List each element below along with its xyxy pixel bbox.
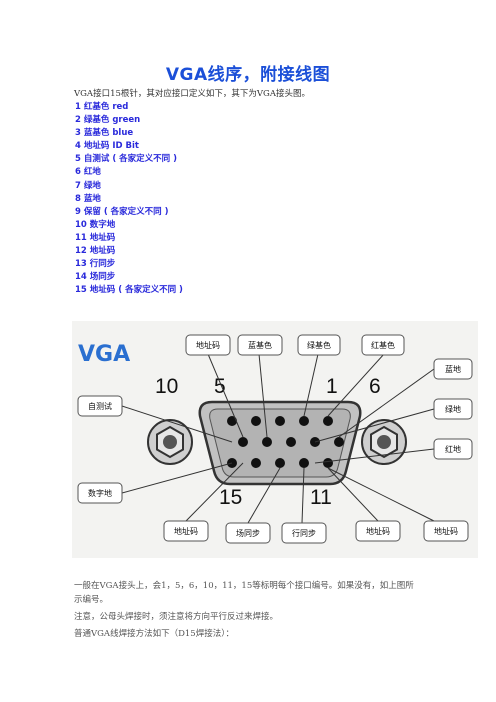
pin-item: 1 红基色 red <box>75 102 129 112</box>
callout-right-1: 蓝地 <box>433 358 473 380</box>
pin-hole <box>262 437 272 447</box>
pin-hole <box>251 416 261 426</box>
callout-label: 蓝基色 <box>248 340 272 350</box>
pin-number-6: 6 <box>369 375 381 398</box>
callout-label: 场同步 <box>236 529 260 538</box>
pin-hole <box>299 458 309 468</box>
pin-number-10: 10 <box>155 375 178 398</box>
pin-item: 15 地址码 ( 各家定义不同 ) <box>75 285 183 296</box>
callout-top-2: 蓝基色 <box>237 334 283 356</box>
pin-hole <box>323 416 333 426</box>
callout-label: 地址码 <box>174 526 198 536</box>
pin-number-15: 15 <box>219 486 242 509</box>
pin-hole <box>334 437 344 447</box>
callout-right-2: 绿地 <box>433 398 473 420</box>
right-screw-icon <box>361 419 407 465</box>
callout-label: 绿地 <box>445 404 461 414</box>
callout-top-4: 红基色 <box>361 334 405 356</box>
page-title: VGA线序，附接线图 <box>165 65 331 85</box>
callout-label: 红地 <box>445 444 461 454</box>
left-screw-icon <box>147 419 193 465</box>
pin-number-11: 11 <box>310 486 332 509</box>
pin-item: 11 地址码 <box>75 232 116 243</box>
vga-heading: VGA <box>78 342 130 367</box>
callout-label: 自测试 <box>88 401 112 411</box>
pin-item: 10 数字地 <box>75 219 116 230</box>
pin-item: 8 蓝地 <box>75 193 101 204</box>
callout-label: 行同步 <box>292 528 316 538</box>
note-line-3: 注意，公母头焊接时，须注意将方向平行反过来焊接。 <box>74 612 279 622</box>
connector-face <box>209 408 351 478</box>
pin-hole <box>251 458 261 468</box>
intro-text: VGA接口15根针，其对应接口定义如下，其下为VGA接头图。 <box>74 89 310 99</box>
pin-hole <box>275 416 285 426</box>
pin-hole <box>227 416 237 426</box>
callout-bottom-3: 行同步 <box>281 522 327 544</box>
pin-number-5: 5 <box>214 375 226 398</box>
callout-label: 地址码 <box>366 526 390 536</box>
pin-hole <box>238 437 248 447</box>
callout-top-3: 绿基色 <box>297 334 341 356</box>
note-line-1: 一般在VGA接头上，会1，5，6，10，11，15等标明每个接口编号。如果没有，… <box>74 581 414 591</box>
pin-item: 13 行同步 <box>75 259 116 270</box>
pin-number-1: 1 <box>326 375 338 398</box>
callout-bottom-5: 地址码 <box>423 520 469 542</box>
callout-label: 地址码 <box>434 526 458 536</box>
pin-item: 14 场同步 <box>75 272 116 283</box>
callout-bottom-1: 地址码 <box>163 520 209 542</box>
pin-item: 4 地址码 ID Bit <box>75 141 139 152</box>
pin-item: 6 红地 <box>75 167 101 178</box>
callout-top-1: 地址码 <box>185 334 231 356</box>
note-line-2: 示编号。 <box>74 595 109 605</box>
callout-label: 蓝地 <box>445 364 461 374</box>
pin-item: 2 绿基色 green <box>75 115 141 126</box>
pin-holes <box>227 416 333 468</box>
leader-lines <box>121 353 435 524</box>
note-line-4: 普通VGA线焊接方法如下（D15焊接法）： <box>74 629 234 639</box>
callout-bottom-4: 地址码 <box>355 520 401 542</box>
callout-left-1: 自测试 <box>77 395 123 417</box>
vga-connector-diagram: VGA 10 5 1 6 15 11 <box>77 334 473 544</box>
pin-list: 1 红基色 red 2 绿基色 green 3 蓝基色 blue 4 地址码 I… <box>75 101 183 297</box>
callout-label: 地址码 <box>196 340 220 350</box>
pin-item: 9 保留 ( 各家定义不同 ) <box>75 206 169 217</box>
pin-item: 3 蓝基色 blue <box>75 128 134 139</box>
callout-bottom-2: 场同步 <box>225 522 271 544</box>
pin-hole <box>299 416 309 426</box>
callout-label: 数字地 <box>88 488 112 498</box>
callout-right-3: 红地 <box>433 438 473 460</box>
pin-item: 5 自测试 ( 各家定义不同 ) <box>75 154 178 165</box>
callout-left-2: 数字地 <box>77 482 123 504</box>
pin-item: 12 地址码 <box>75 246 116 257</box>
pin-hole <box>323 458 333 468</box>
callout-label: 绿基色 <box>307 340 331 350</box>
pin-item: 7 绿地 <box>75 180 101 191</box>
pin-hole <box>275 458 285 468</box>
callout-label: 红基色 <box>371 340 395 350</box>
pin-hole <box>286 437 296 447</box>
